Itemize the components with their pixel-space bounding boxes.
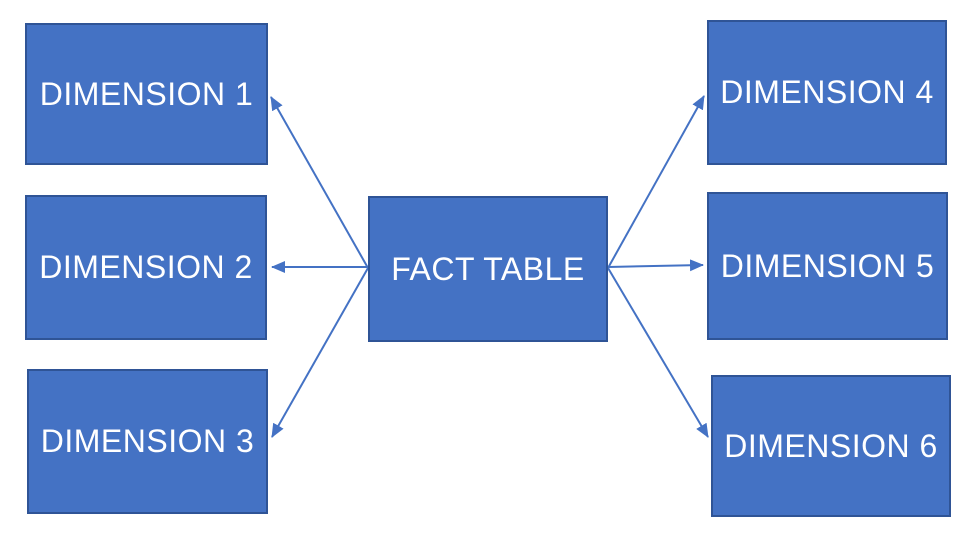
edge-fact-to-dimension-6 [607,267,709,438]
dimension-2-label: DIMENSION 2 [39,249,253,285]
dimension-5-label: DIMENSION 5 [720,247,935,284]
fact-table-label: FACT TABLE [391,250,585,287]
dimension-1-node: DIMENSION 1 [25,23,268,165]
edge-fact-to-dimension-1 [270,96,369,269]
edge-fact-to-dimension-3 [271,267,369,438]
edge-fact-to-dimension-5 [607,259,704,272]
dimension-5-node: DIMENSION 5 [707,192,948,340]
fact-table-node: FACT TABLE [368,196,608,342]
edge-fact-to-dimension-4 [607,95,705,269]
dimension-4-node: DIMENSION 4 [707,20,947,165]
dimension-2-node: DIMENSION 2 [25,195,267,340]
dimension-4-label: DIMENSION 4 [720,74,934,110]
dimension-1-label: DIMENSION 1 [39,75,254,112]
dimension-6-node: DIMENSION 6 [711,375,951,517]
dimension-6-label: DIMENSION 6 [724,427,938,464]
dimension-3-label: DIMENSION 3 [40,423,255,459]
dimension-3-node: DIMENSION 3 [27,369,268,514]
